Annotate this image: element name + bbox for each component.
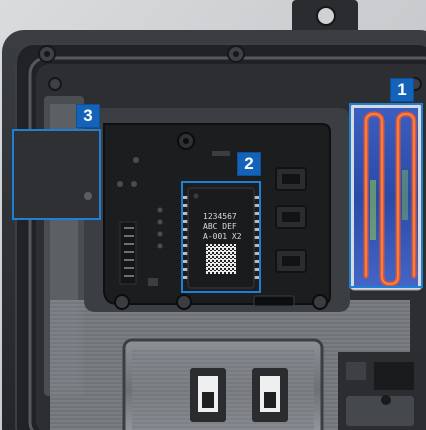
housing-screws — [38, 45, 422, 91]
thermal-pad — [349, 103, 423, 291]
callout-box-1[interactable] — [349, 103, 423, 288]
callout-badge-2[interactable]: 2 — [237, 152, 261, 176]
chip-qr-code — [206, 244, 236, 274]
connector-header — [119, 221, 137, 285]
side-connectors — [275, 167, 307, 273]
chip-line-3: A-001 X2 — [203, 232, 242, 241]
bottom-right-parts — [338, 352, 426, 430]
left-mount — [14, 130, 100, 218]
chip-line-1: 1234567 — [203, 212, 237, 221]
top-bracket — [292, 0, 358, 34]
callout-box-3[interactable] — [12, 129, 101, 220]
chip-line-2: ABC DEF — [203, 222, 237, 231]
callout-badge-1[interactable]: 1 — [390, 78, 414, 102]
main-chip: 1234567 ABC DEF A-001 X2 — [182, 187, 260, 289]
callout-badge-3[interactable]: 3 — [76, 104, 100, 128]
lower-housing — [122, 338, 324, 430]
callout-box-2[interactable] — [181, 181, 261, 293]
